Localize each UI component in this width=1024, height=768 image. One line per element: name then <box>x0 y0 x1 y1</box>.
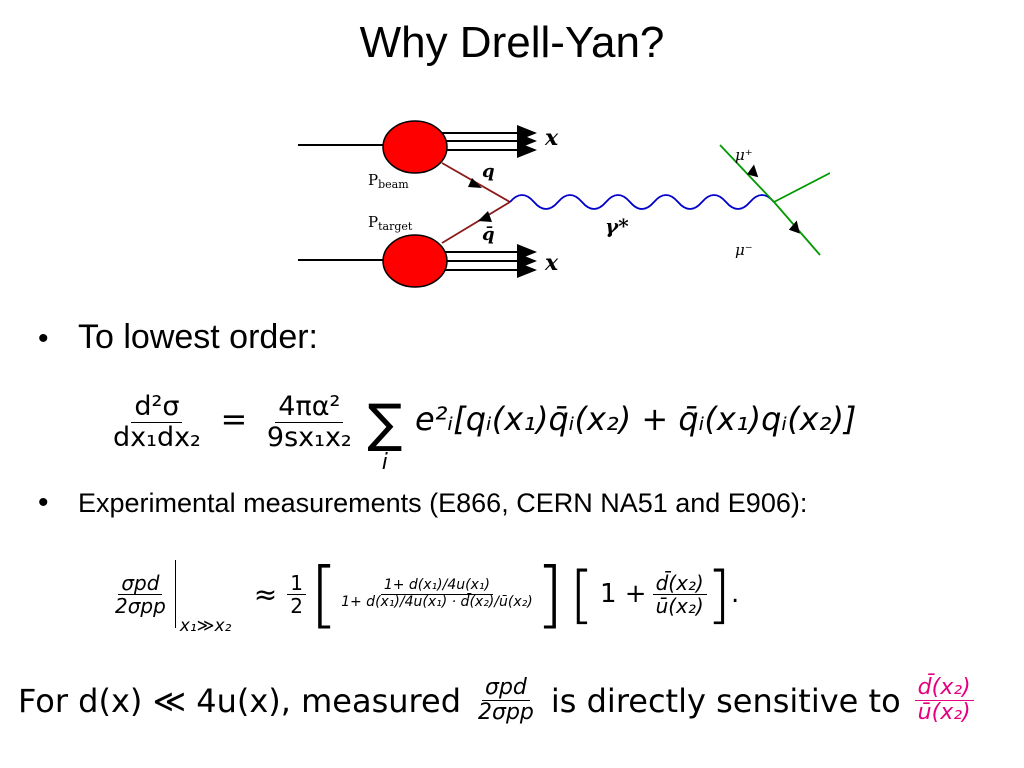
coef-denominator: 9sx₁x₂ <box>266 422 352 453</box>
label-qbar: q̄ <box>482 224 495 245</box>
right-bracket-icon: ] <box>706 557 731 631</box>
dbar-ubar-ratio: d̄(x₂) ū(x₂) <box>914 675 974 726</box>
ubar-denominator: ū(x₂) <box>917 700 971 726</box>
bullet-dot-icon: • <box>38 486 49 519</box>
bullet-lowest-order: • To lowest order: <box>38 318 318 357</box>
lhs-numerator: d²σ <box>131 392 183 423</box>
one-plus: 1 + <box>599 579 647 609</box>
muon-plus-line <box>773 172 830 203</box>
ratio-equation: σpd 2σpp x₁≫x₂ ≈ 1 2 [ 1+ d(x₁)/4u(x₁) 1… <box>112 552 739 636</box>
ratio-lhs-numerator: σpd <box>118 572 163 595</box>
conclusion-middle: is directly sensitive to <box>550 681 901 720</box>
bullet-text: Experimental measurements (E866, CERN NA… <box>78 488 808 518</box>
lhs-denominator: dx₁dx₂ <box>113 422 201 453</box>
condition-subscript: x₁≫x₂ <box>179 616 232 636</box>
right-fraction: d̄(x₂) ū(x₂) <box>652 572 707 618</box>
label-ptarget: Ptarget <box>368 213 413 233</box>
equation-body: e²ᵢ[qᵢ(x₁)q̄ᵢ(x₂) + q̄ᵢ(x₁)qᵢ(x₂)] <box>414 400 857 438</box>
conclusion-ratio: σpd 2σpp <box>475 675 537 726</box>
label-x-bottom: x <box>544 250 559 276</box>
conclusion-prefix: For d(x) ≪ 4u(x), measured <box>18 681 461 720</box>
half-denominator: 2 <box>290 593 303 618</box>
period: . <box>730 579 740 609</box>
left-bracket-icon: [ <box>310 552 339 636</box>
evaluation-bar: x₁≫x₂ <box>174 560 231 636</box>
muon-plus-arrow-icon <box>746 164 759 178</box>
coef-numerator: 4πα² <box>275 392 344 423</box>
approx-sign: ≈ <box>253 577 278 611</box>
half-fraction: 1 2 <box>287 572 306 617</box>
label-mu-plus: μ⁺ <box>735 146 753 164</box>
conclusion-ratio-denominator: 2σpp <box>478 700 534 726</box>
inner-denominator: 1+ d(x₁)/4u(x₁) · d̄(x₂)/ū(x₂) <box>341 593 533 610</box>
sum-symbol: ∑ <box>367 394 403 454</box>
right-numerator: d̄(x₂) <box>652 572 707 595</box>
label-pbeam: Pbeam <box>368 171 409 191</box>
bullet-text: To lowest order: <box>78 318 318 356</box>
antiquark-arrow-icon <box>478 211 492 222</box>
bullet-experimental: • Experimental measurements (E866, CERN N… <box>38 486 807 520</box>
coefficient-fraction: 4πα² 9sx₁x₂ <box>264 392 355 452</box>
half-numerator: 1 <box>287 572 306 595</box>
sum-index: i <box>381 450 388 475</box>
ratio-lhs-denominator: 2σpp <box>115 593 166 618</box>
ratio-lhs: σpd 2σpp <box>112 572 169 617</box>
virtual-photon-wave <box>509 194 775 210</box>
muon-minus-arrow-icon <box>788 220 800 234</box>
slide-title: Why Drell-Yan? <box>359 18 665 67</box>
target-proton-blob <box>382 234 448 288</box>
muon-plus-line <box>719 144 775 203</box>
equals-sign: = <box>220 400 248 438</box>
beam-proton-blob <box>382 120 448 174</box>
label-x-top: x <box>544 125 559 151</box>
label-mu-minus: μ⁻ <box>735 241 753 259</box>
inner-fraction: 1+ d(x₁)/4u(x₁) 1+ d(x₁)/4u(x₁) · d̄(x₂)… <box>338 577 536 610</box>
antiquark-line <box>441 201 511 244</box>
drell-yan-feynman-diagram: x x q q̄ γ* μ⁺ μ⁻ Pbeam Ptarget <box>298 120 830 288</box>
left-bracket-icon: [ <box>569 557 594 631</box>
right-denominator: ū(x₂) <box>655 593 704 618</box>
conclusion-line: For d(x) ≪ 4u(x), measured σpd 2σpp is d… <box>18 675 974 726</box>
conclusion-ratio-numerator: σpd <box>482 675 530 702</box>
sum-operator: ∑ i <box>367 398 402 475</box>
cross-section-equation: d²σ dx₁dx₂ = 4πα² 9sx₁x₂ ∑ i e²ᵢ[qᵢ(x₁)q… <box>110 384 857 475</box>
dbar-numerator: d̄(x₂) <box>914 675 974 702</box>
inner-numerator: 1+ d(x₁)/4u(x₁) <box>380 577 493 595</box>
label-gamma-star: γ* <box>605 214 629 238</box>
label-q: q <box>482 161 495 182</box>
lhs-fraction: d²σ dx₁dx₂ <box>110 392 204 452</box>
quark-arrow-icon <box>468 178 482 188</box>
bullet-dot-icon: • <box>38 322 49 355</box>
right-bracket-icon: ] <box>535 552 564 636</box>
